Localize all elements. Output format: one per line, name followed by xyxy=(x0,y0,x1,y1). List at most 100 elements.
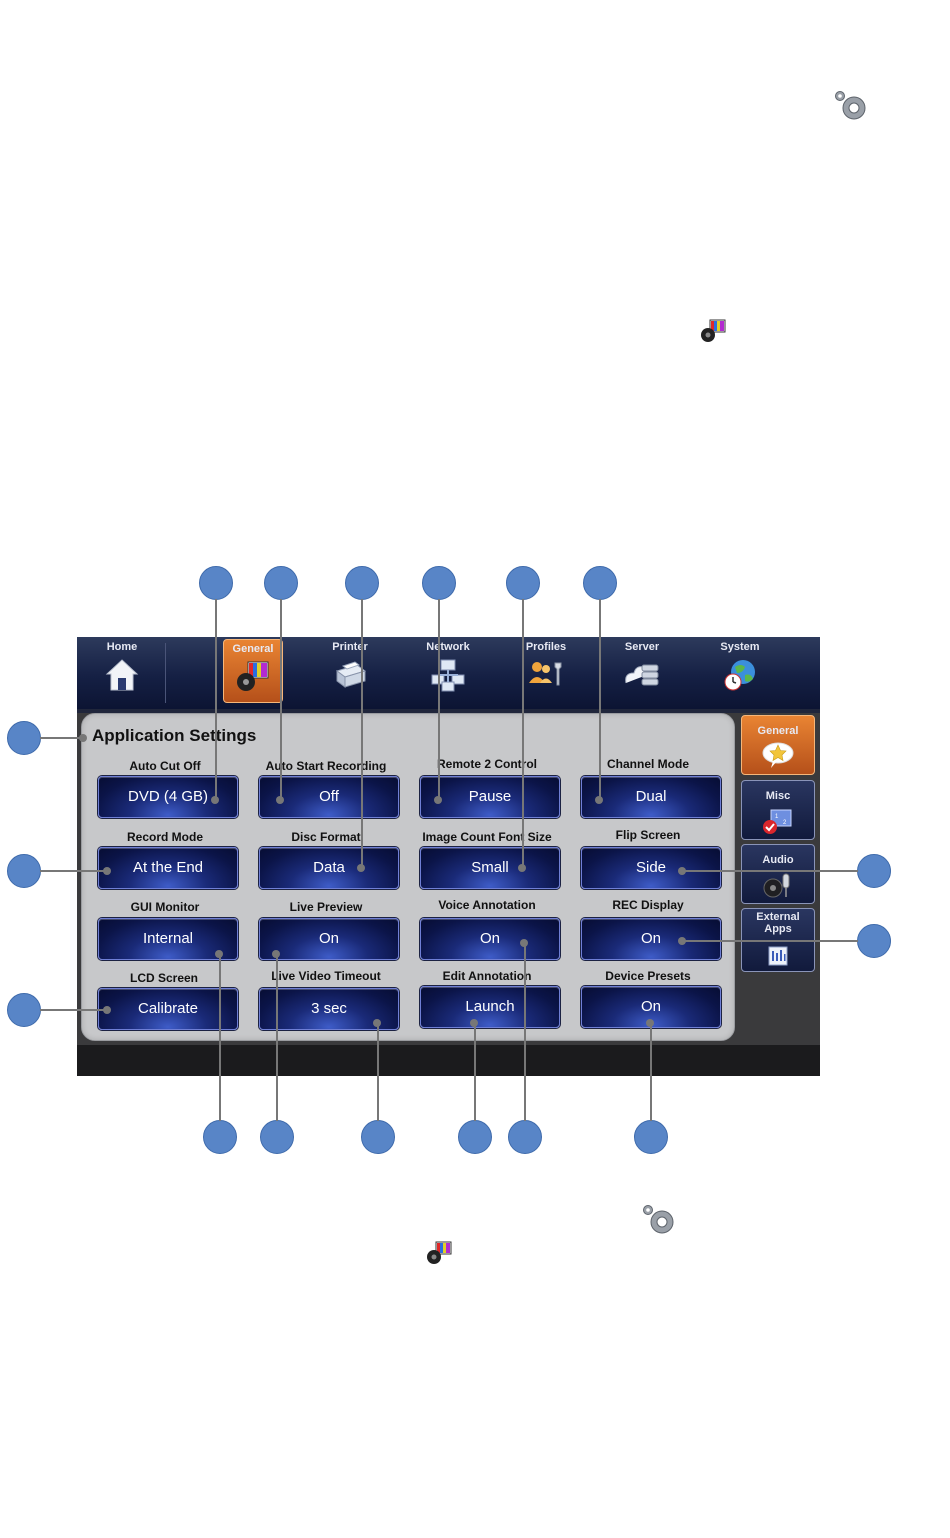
setting-label: LCD Screen xyxy=(129,971,199,985)
home-icon xyxy=(105,659,139,691)
callout-line xyxy=(40,870,108,872)
callout-line xyxy=(650,1023,652,1121)
disc-format-button[interactable]: Data xyxy=(259,847,399,889)
network-icon xyxy=(431,659,465,692)
callout-marker xyxy=(199,566,233,600)
live-preview-button[interactable]: On xyxy=(259,918,399,960)
callout-line xyxy=(215,599,217,799)
setting-label: Voice Annotation xyxy=(438,898,536,912)
tab-profiles-label: Profiles xyxy=(525,641,567,653)
callout-dot xyxy=(357,864,365,872)
voice-annotation-button[interactable]: On xyxy=(420,918,560,960)
subtab-general[interactable]: General xyxy=(741,715,815,775)
setting-label: Disc Format xyxy=(291,830,361,844)
external-apps-icon xyxy=(768,946,788,966)
flip-screen-button[interactable]: Side xyxy=(581,847,721,889)
callout-line xyxy=(219,953,221,1121)
bottom-status-bar xyxy=(77,1045,820,1076)
tab-network[interactable]: Network xyxy=(403,637,493,709)
callout-line xyxy=(474,1023,476,1121)
callout-marker xyxy=(634,1120,668,1154)
setting-label: Device Presets xyxy=(605,969,691,983)
audio-icon xyxy=(763,873,790,898)
callout-marker xyxy=(857,854,891,888)
callout-line xyxy=(682,870,858,872)
callout-marker xyxy=(203,1120,237,1154)
callout-marker xyxy=(264,566,298,600)
system-icon xyxy=(724,660,755,691)
callout-marker xyxy=(361,1120,395,1154)
tab-network-label: Network xyxy=(426,641,470,653)
setting-label: Edit Annotation xyxy=(442,969,532,983)
callout-dot xyxy=(678,867,686,875)
tab-server-label: Server xyxy=(624,641,660,653)
subtab-external-apps-label: External Apps xyxy=(756,911,800,935)
callout-line xyxy=(40,737,83,739)
remote-2-control-button[interactable]: Pause xyxy=(420,776,560,818)
lcd-screen-button[interactable]: Calibrate xyxy=(98,988,238,1030)
tab-system[interactable]: System xyxy=(695,637,785,709)
gui-monitor-button[interactable]: Internal xyxy=(98,918,238,960)
callout-dot xyxy=(211,796,219,804)
printer-icon xyxy=(335,661,367,688)
tab-home[interactable]: Home xyxy=(77,637,167,709)
callout-marker xyxy=(260,1120,294,1154)
settings-panel: Application Settings Auto Cut Off DVD (4… xyxy=(81,713,735,1041)
tab-general[interactable]: General xyxy=(223,639,283,703)
image-count-font-size-button[interactable]: Small xyxy=(420,847,560,889)
rec-display-button[interactable]: On xyxy=(581,918,721,960)
gear-icon xyxy=(643,1205,674,1234)
gear-icon xyxy=(835,91,866,120)
tab-system-label: System xyxy=(720,641,760,653)
callout-line xyxy=(40,1009,108,1011)
callout-dot xyxy=(103,1006,111,1014)
svg-text:1: 1 xyxy=(775,814,779,820)
setting-label: Auto Start Recording xyxy=(265,759,387,773)
tab-printer-label: Printer xyxy=(332,641,368,653)
panel-title: Application Settings xyxy=(92,726,257,745)
callout-marker xyxy=(506,566,540,600)
setting-label: Remote 2 Control xyxy=(436,757,537,771)
tab-home-label: Home xyxy=(106,641,138,653)
setting-label: REC Display xyxy=(612,898,684,912)
star-bubble-icon xyxy=(762,742,794,768)
tab-general-label: General xyxy=(232,643,274,655)
callout-dot xyxy=(470,1019,478,1027)
tab-server[interactable]: Server xyxy=(597,637,687,709)
callout-line xyxy=(276,953,278,1121)
callout-marker xyxy=(508,1120,542,1154)
callout-marker xyxy=(583,566,617,600)
callout-marker xyxy=(857,924,891,958)
setting-label: Auto Cut Off xyxy=(129,759,201,773)
callout-dot xyxy=(79,734,87,742)
record-mode-button[interactable]: At the End xyxy=(98,847,238,889)
channel-mode-button[interactable]: Dual xyxy=(581,776,721,818)
callout-dot xyxy=(518,864,526,872)
profiles-icon xyxy=(529,662,562,686)
edit-annotation-button[interactable]: Launch xyxy=(420,986,560,1028)
callout-dot xyxy=(646,1019,654,1027)
callout-marker xyxy=(7,721,41,755)
top-navigation-bar: Home General Printer xyxy=(77,637,820,709)
callout-dot xyxy=(215,950,223,958)
tab-printer[interactable]: Printer xyxy=(305,637,395,709)
callout-dot xyxy=(103,867,111,875)
callout-line xyxy=(599,599,601,799)
subtab-audio[interactable]: Audio xyxy=(741,844,815,904)
tab-profiles[interactable]: Profiles xyxy=(501,637,591,709)
subtab-misc[interactable]: Misc 1 2 xyxy=(741,780,815,840)
callout-marker xyxy=(345,566,379,600)
callout-dot xyxy=(373,1019,381,1027)
setting-label: Live Preview xyxy=(289,900,363,914)
callout-dot xyxy=(272,950,280,958)
setting-label: Channel Mode xyxy=(606,757,689,771)
callout-marker xyxy=(422,566,456,600)
general-icon xyxy=(237,661,269,691)
callout-marker xyxy=(7,854,41,888)
setting-label: Record Mode xyxy=(126,830,203,844)
setting-label: Live Video Timeout xyxy=(271,969,381,983)
callout-line xyxy=(522,599,524,869)
callout-dot xyxy=(434,796,442,804)
general-icon xyxy=(427,1241,452,1264)
setting-label: GUI Monitor xyxy=(130,900,200,914)
